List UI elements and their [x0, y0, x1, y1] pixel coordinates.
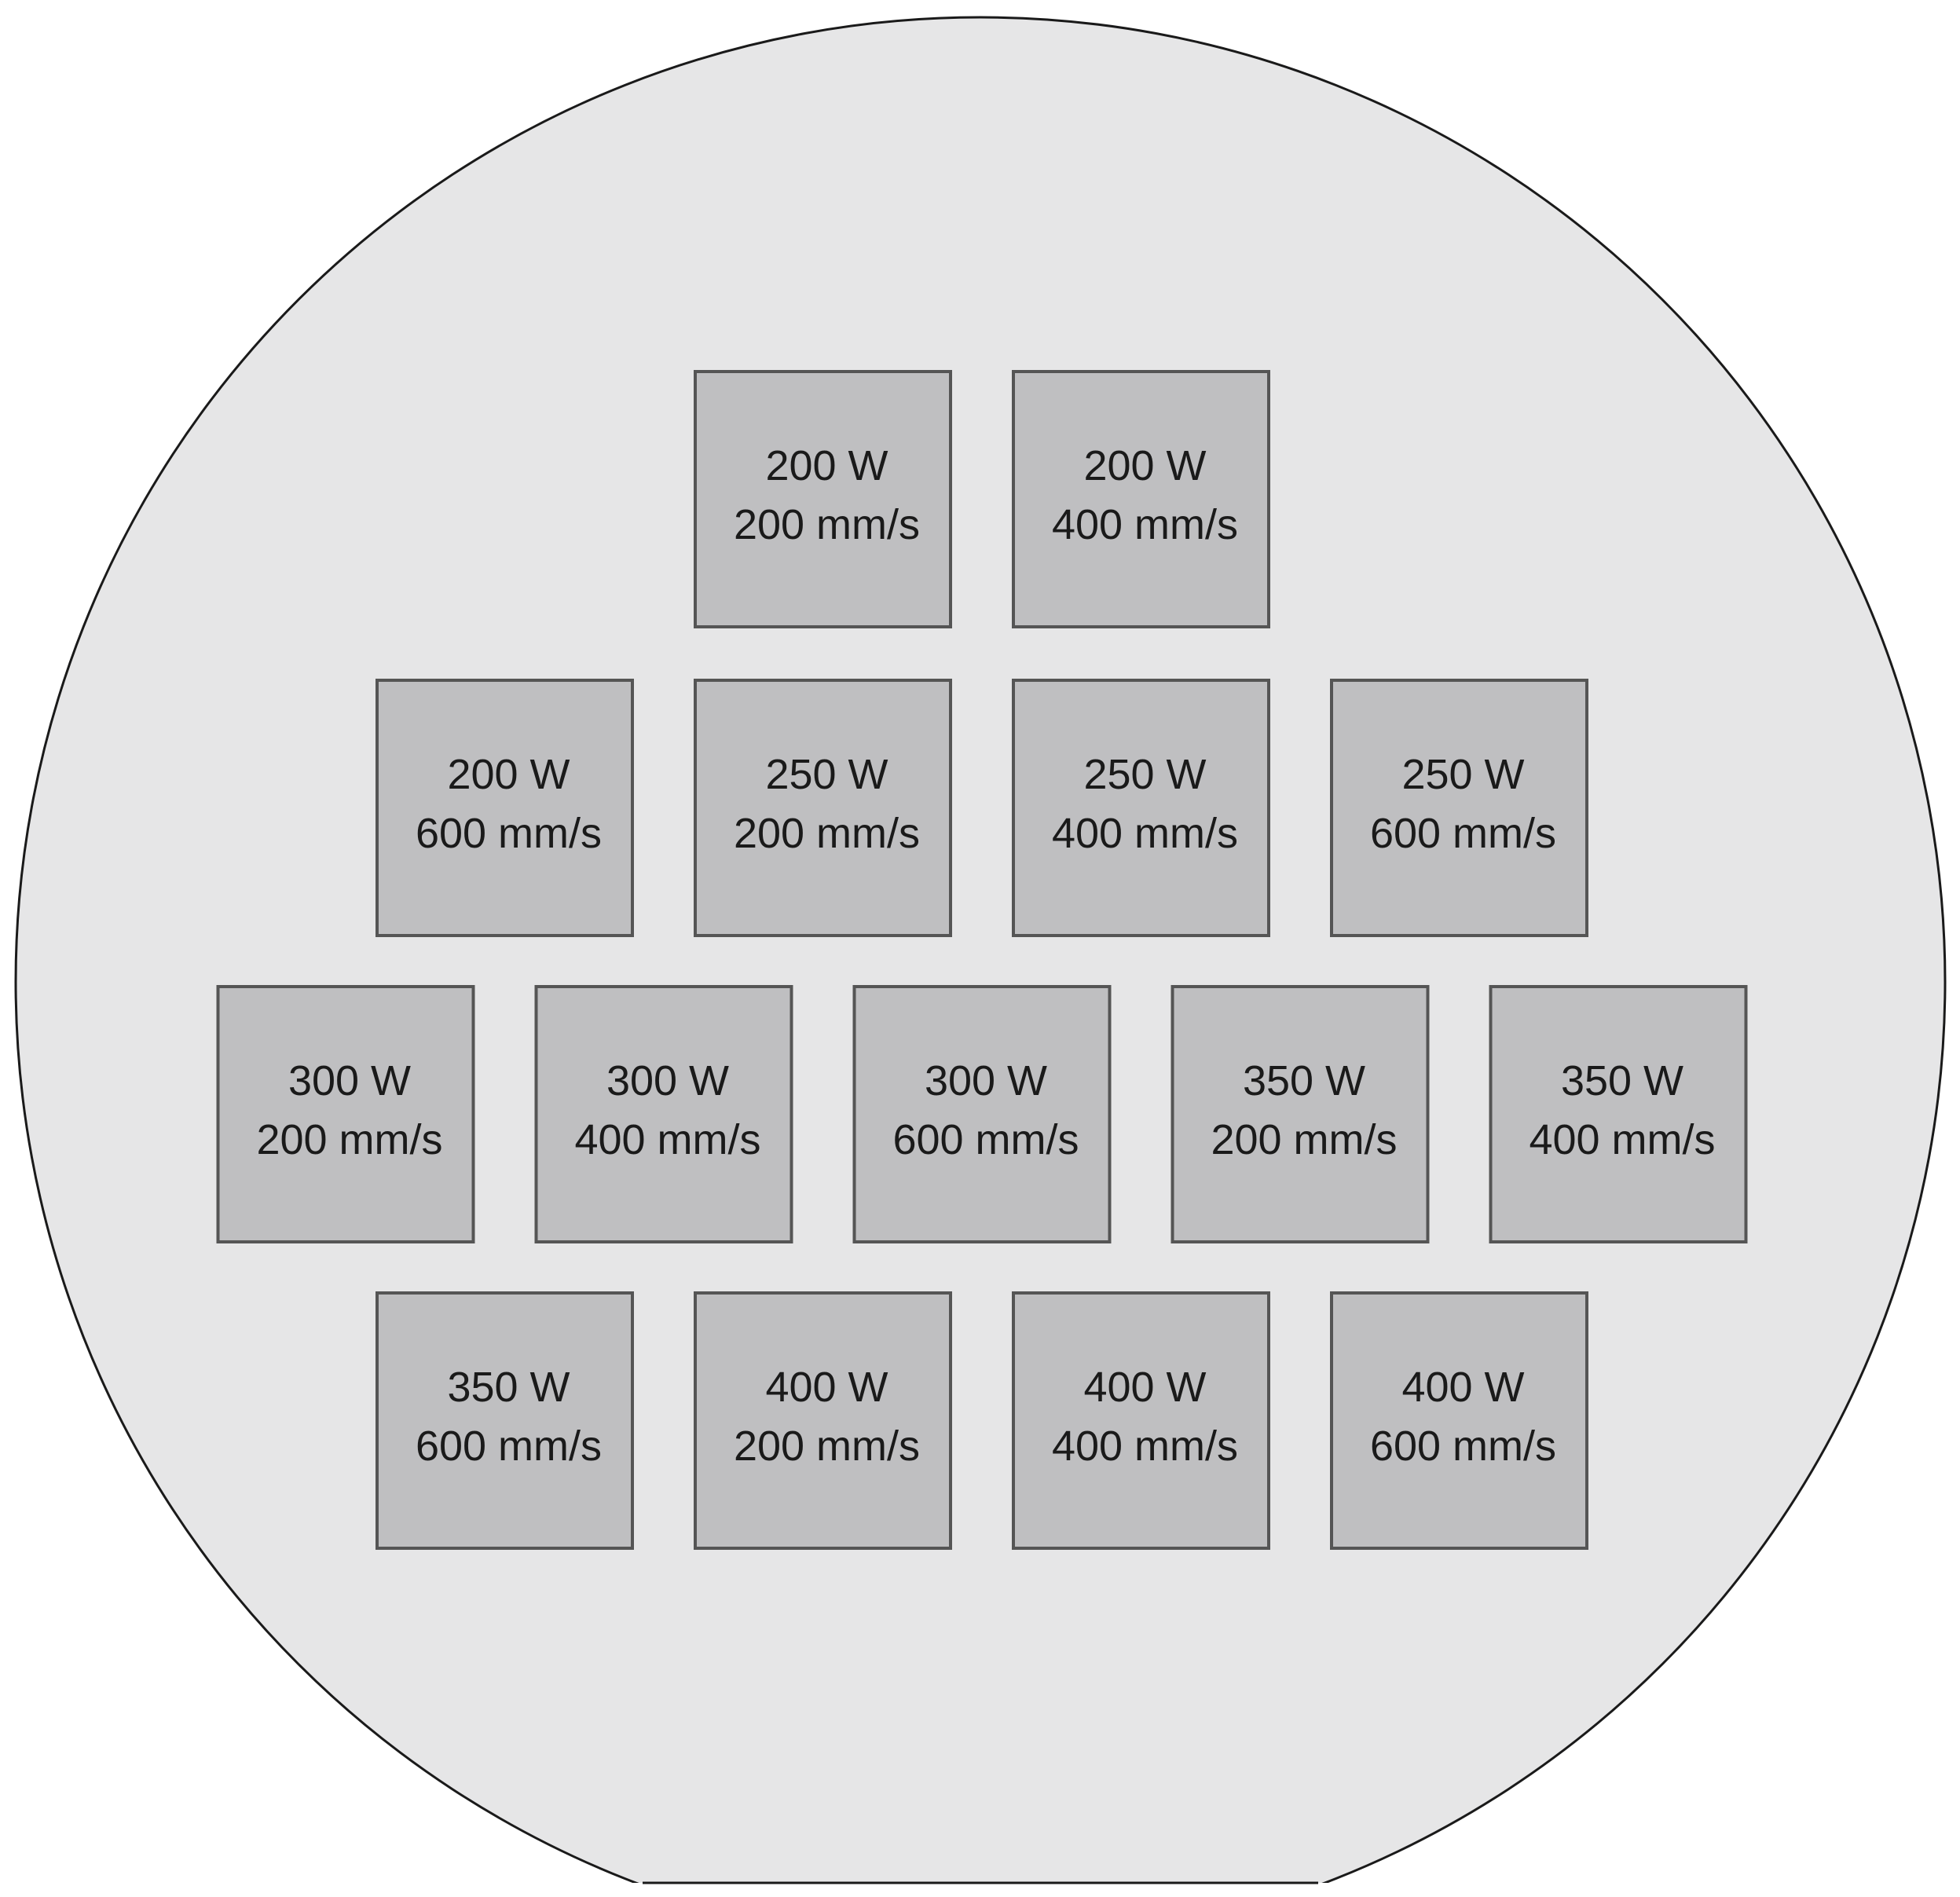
laser-power-label: 250 W [1401, 751, 1524, 798]
scan-speed-label: 200 mm/s [1211, 1116, 1397, 1163]
sample-box [1012, 370, 1270, 628]
laser-power-label: 350 W [1243, 1057, 1365, 1104]
sample-box [376, 1291, 634, 1550]
laser-power-label: 300 W [925, 1057, 1047, 1104]
sample-box [1489, 985, 1748, 1243]
laser-power-label: 200 W [447, 751, 570, 798]
sample-box [1330, 679, 1588, 937]
laser-power-label: 400 W [1083, 1364, 1206, 1411]
sample-square: 300 W 600 mm/s [852, 985, 1112, 1243]
laser-power-label: 400 W [1401, 1364, 1524, 1411]
sample-square: 300 W 200 mm/s [216, 985, 475, 1243]
laser-power-label: 400 W [765, 1364, 888, 1411]
scan-speed-label: 200 mm/s [734, 501, 920, 548]
scan-speed-label: 600 mm/s [416, 810, 602, 857]
wafer-disc [14, 16, 1947, 1883]
scan-speed-label: 200 mm/s [734, 810, 920, 857]
scan-speed-label: 600 mm/s [1370, 1423, 1556, 1470]
sample-box [694, 370, 952, 628]
sample-square: 250 W 600 mm/s [1330, 679, 1588, 937]
sample-square: 350 W 200 mm/s [1171, 985, 1430, 1243]
sample-box [694, 679, 952, 937]
sample-square: 200 W 200 mm/s [694, 370, 952, 628]
scan-speed-label: 400 mm/s [1529, 1116, 1715, 1163]
scan-speed-label: 400 mm/s [574, 1116, 760, 1163]
sample-box [534, 985, 793, 1243]
scan-speed-label: 600 mm/s [892, 1116, 1079, 1163]
sample-box [852, 985, 1112, 1243]
sample-box [1330, 1291, 1588, 1550]
laser-power-label: 200 W [765, 442, 888, 489]
sample-square: 400 W 200 mm/s [694, 1291, 952, 1550]
sample-square: 250 W 400 mm/s [1012, 679, 1270, 937]
scan-speed-label: 200 mm/s [734, 1423, 920, 1470]
scan-speed-label: 600 mm/s [1370, 810, 1556, 857]
sample-box [1012, 1291, 1270, 1550]
sample-square: 400 W 400 mm/s [1012, 1291, 1270, 1550]
sample-square: 200 W 600 mm/s [376, 679, 634, 937]
sample-square: 350 W 400 mm/s [1489, 985, 1748, 1243]
laser-power-label: 350 W [1561, 1057, 1683, 1104]
scan-speed-label: 400 mm/s [1052, 501, 1238, 548]
sample-box [376, 679, 634, 937]
sample-box [694, 1291, 952, 1550]
laser-power-label: 200 W [1083, 442, 1206, 489]
laser-power-label: 250 W [1083, 751, 1206, 798]
laser-power-label: 300 W [288, 1057, 411, 1104]
scan-speed-label: 400 mm/s [1052, 1423, 1238, 1470]
sample-square: 300 W 400 mm/s [534, 985, 793, 1243]
scan-speed-label: 200 mm/s [256, 1116, 442, 1163]
laser-power-label: 350 W [447, 1364, 570, 1411]
sample-square: 350 W 600 mm/s [376, 1291, 634, 1550]
laser-power-label: 300 W [606, 1057, 729, 1104]
sample-box [1012, 679, 1270, 937]
sample-square: 250 W 200 mm/s [694, 679, 952, 937]
sample-square: 400 W 600 mm/s [1330, 1291, 1588, 1550]
sample-square: 200 W 400 mm/s [1012, 370, 1270, 628]
scan-speed-label: 600 mm/s [416, 1423, 602, 1470]
wafer [14, 16, 1947, 1884]
sample-box [216, 985, 475, 1243]
sample-box [1171, 985, 1430, 1243]
scan-speed-label: 400 mm/s [1052, 810, 1238, 857]
laser-power-label: 250 W [765, 751, 888, 798]
